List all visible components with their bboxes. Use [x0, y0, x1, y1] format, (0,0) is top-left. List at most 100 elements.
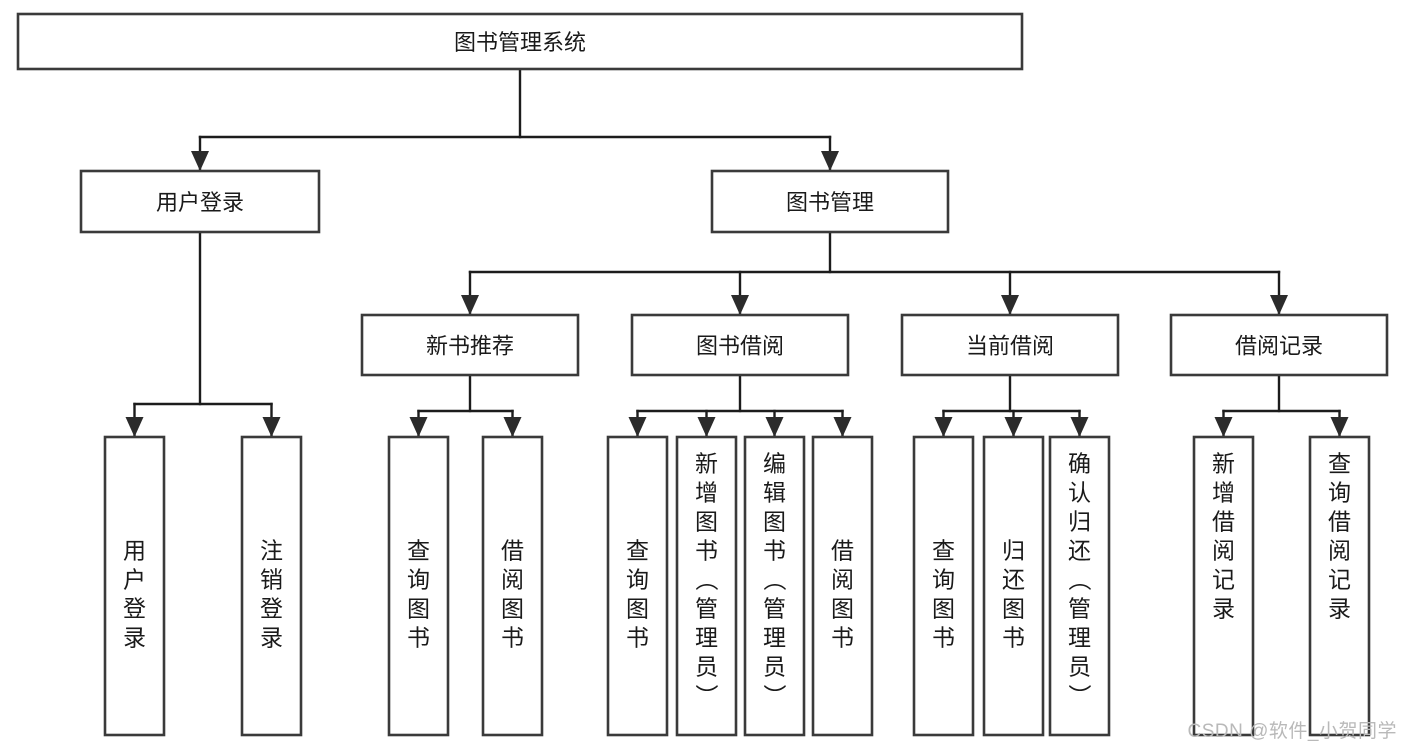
svg-text:图: 图 [501, 596, 524, 622]
level3-node-3[interactable]: 借阅记录 [1169, 313, 1389, 377]
svg-text:书: 书 [626, 625, 649, 651]
level3-node-3-label: 借阅记录 [1235, 334, 1323, 359]
level2-node-0-label: 用户登录 [156, 190, 244, 215]
svg-text:归: 归 [1002, 538, 1025, 564]
svg-text:图: 图 [1002, 596, 1025, 622]
leaf-node-1-box [240, 435, 303, 737]
svg-text:登: 登 [260, 596, 283, 622]
svg-text:阅: 阅 [1212, 538, 1235, 564]
arrow-head-icon [821, 151, 839, 171]
svg-text:还: 还 [1002, 567, 1025, 593]
svg-text:书: 书 [831, 625, 854, 651]
watermark-label: CSDN @软件_小贺同学 [1187, 721, 1397, 742]
svg-text:（: （ [694, 568, 720, 591]
svg-text:查: 查 [407, 538, 430, 564]
arrow-head-icon [1001, 295, 1019, 315]
svg-text:销: 销 [260, 567, 283, 593]
svg-text:管: 管 [763, 596, 786, 622]
svg-text:询: 询 [1328, 480, 1351, 506]
leaf-node-2-box [387, 435, 450, 737]
leaf-node-8-box [912, 435, 975, 737]
leaf-node-12-box [1308, 435, 1371, 737]
svg-text:管: 管 [1068, 596, 1091, 622]
svg-text:理: 理 [1068, 625, 1091, 651]
svg-text:）: ） [694, 684, 720, 707]
arrow-head-icon [833, 417, 852, 437]
svg-text:图: 图 [626, 596, 649, 622]
root-node-图书管理系统[interactable]: 图书管理系统 [16, 12, 1024, 71]
level3-node-2[interactable]: 当前借阅 [900, 313, 1120, 377]
arrow-head-icon [697, 417, 716, 437]
svg-text:认: 认 [1068, 480, 1091, 506]
arrow-head-icon [409, 417, 428, 437]
leaf-node-0[interactable]: 用户登录 [103, 435, 166, 737]
level3-node-1[interactable]: 图书借阅 [630, 313, 850, 377]
svg-text:新: 新 [1212, 451, 1235, 477]
level2-node-1[interactable]: 图书管理 [710, 169, 950, 234]
leaf-node-9-box [982, 435, 1045, 737]
svg-text:记: 记 [1328, 567, 1351, 593]
svg-text:（: （ [1067, 568, 1093, 591]
leaf-node-3-box [481, 435, 544, 737]
svg-text:录: 录 [1328, 596, 1351, 622]
level2-node-1-label: 图书管理 [786, 190, 874, 215]
level2-node-0-box [79, 169, 321, 234]
arrow-head-icon [1270, 295, 1288, 315]
connector-layer [125, 67, 1349, 439]
svg-text:查: 查 [626, 538, 649, 564]
svg-text:新: 新 [695, 451, 718, 477]
root-node-图书管理系统-box [16, 12, 1024, 71]
level3-node-0[interactable]: 新书推荐 [360, 313, 580, 377]
root-node-图书管理系统-label: 图书管理系统 [454, 30, 586, 55]
svg-text:书: 书 [763, 538, 786, 564]
svg-text:录: 录 [123, 625, 146, 651]
svg-text:录: 录 [260, 625, 283, 651]
level3-node-2-box [900, 313, 1120, 377]
arrow-head-icon [125, 417, 144, 437]
svg-text:增: 增 [1212, 480, 1235, 506]
svg-text:借: 借 [501, 538, 524, 564]
svg-text:阅: 阅 [1328, 538, 1351, 564]
arrow-head-icon [461, 295, 479, 315]
leaf-node-5-box [675, 435, 738, 737]
level3-node-1-box [630, 313, 850, 377]
level3-node-3-box [1169, 313, 1389, 377]
level3-node-1-label: 图书借阅 [696, 334, 784, 359]
level2-node-0[interactable]: 用户登录 [79, 169, 321, 234]
svg-text:员: 员 [695, 654, 718, 680]
leaf-node-11-box [1192, 435, 1255, 737]
svg-text:图: 图 [932, 596, 955, 622]
svg-text:增: 增 [695, 480, 718, 506]
svg-text:编: 编 [763, 451, 786, 477]
node-layer: 图书管理系统用户登录图书管理新书推荐图书借阅当前借阅借阅记录用户登录注销登录查询… [16, 12, 1389, 737]
svg-text:询: 询 [932, 567, 955, 593]
svg-text:询: 询 [407, 567, 430, 593]
level3-node-0-label: 新书推荐 [426, 334, 514, 359]
leaf-node-7-box [811, 435, 874, 737]
arrow-head-icon [262, 417, 281, 437]
arrow-head-icon [503, 417, 522, 437]
arrow-head-icon [731, 295, 749, 315]
svg-text:理: 理 [695, 625, 718, 651]
svg-text:图: 图 [763, 509, 786, 535]
